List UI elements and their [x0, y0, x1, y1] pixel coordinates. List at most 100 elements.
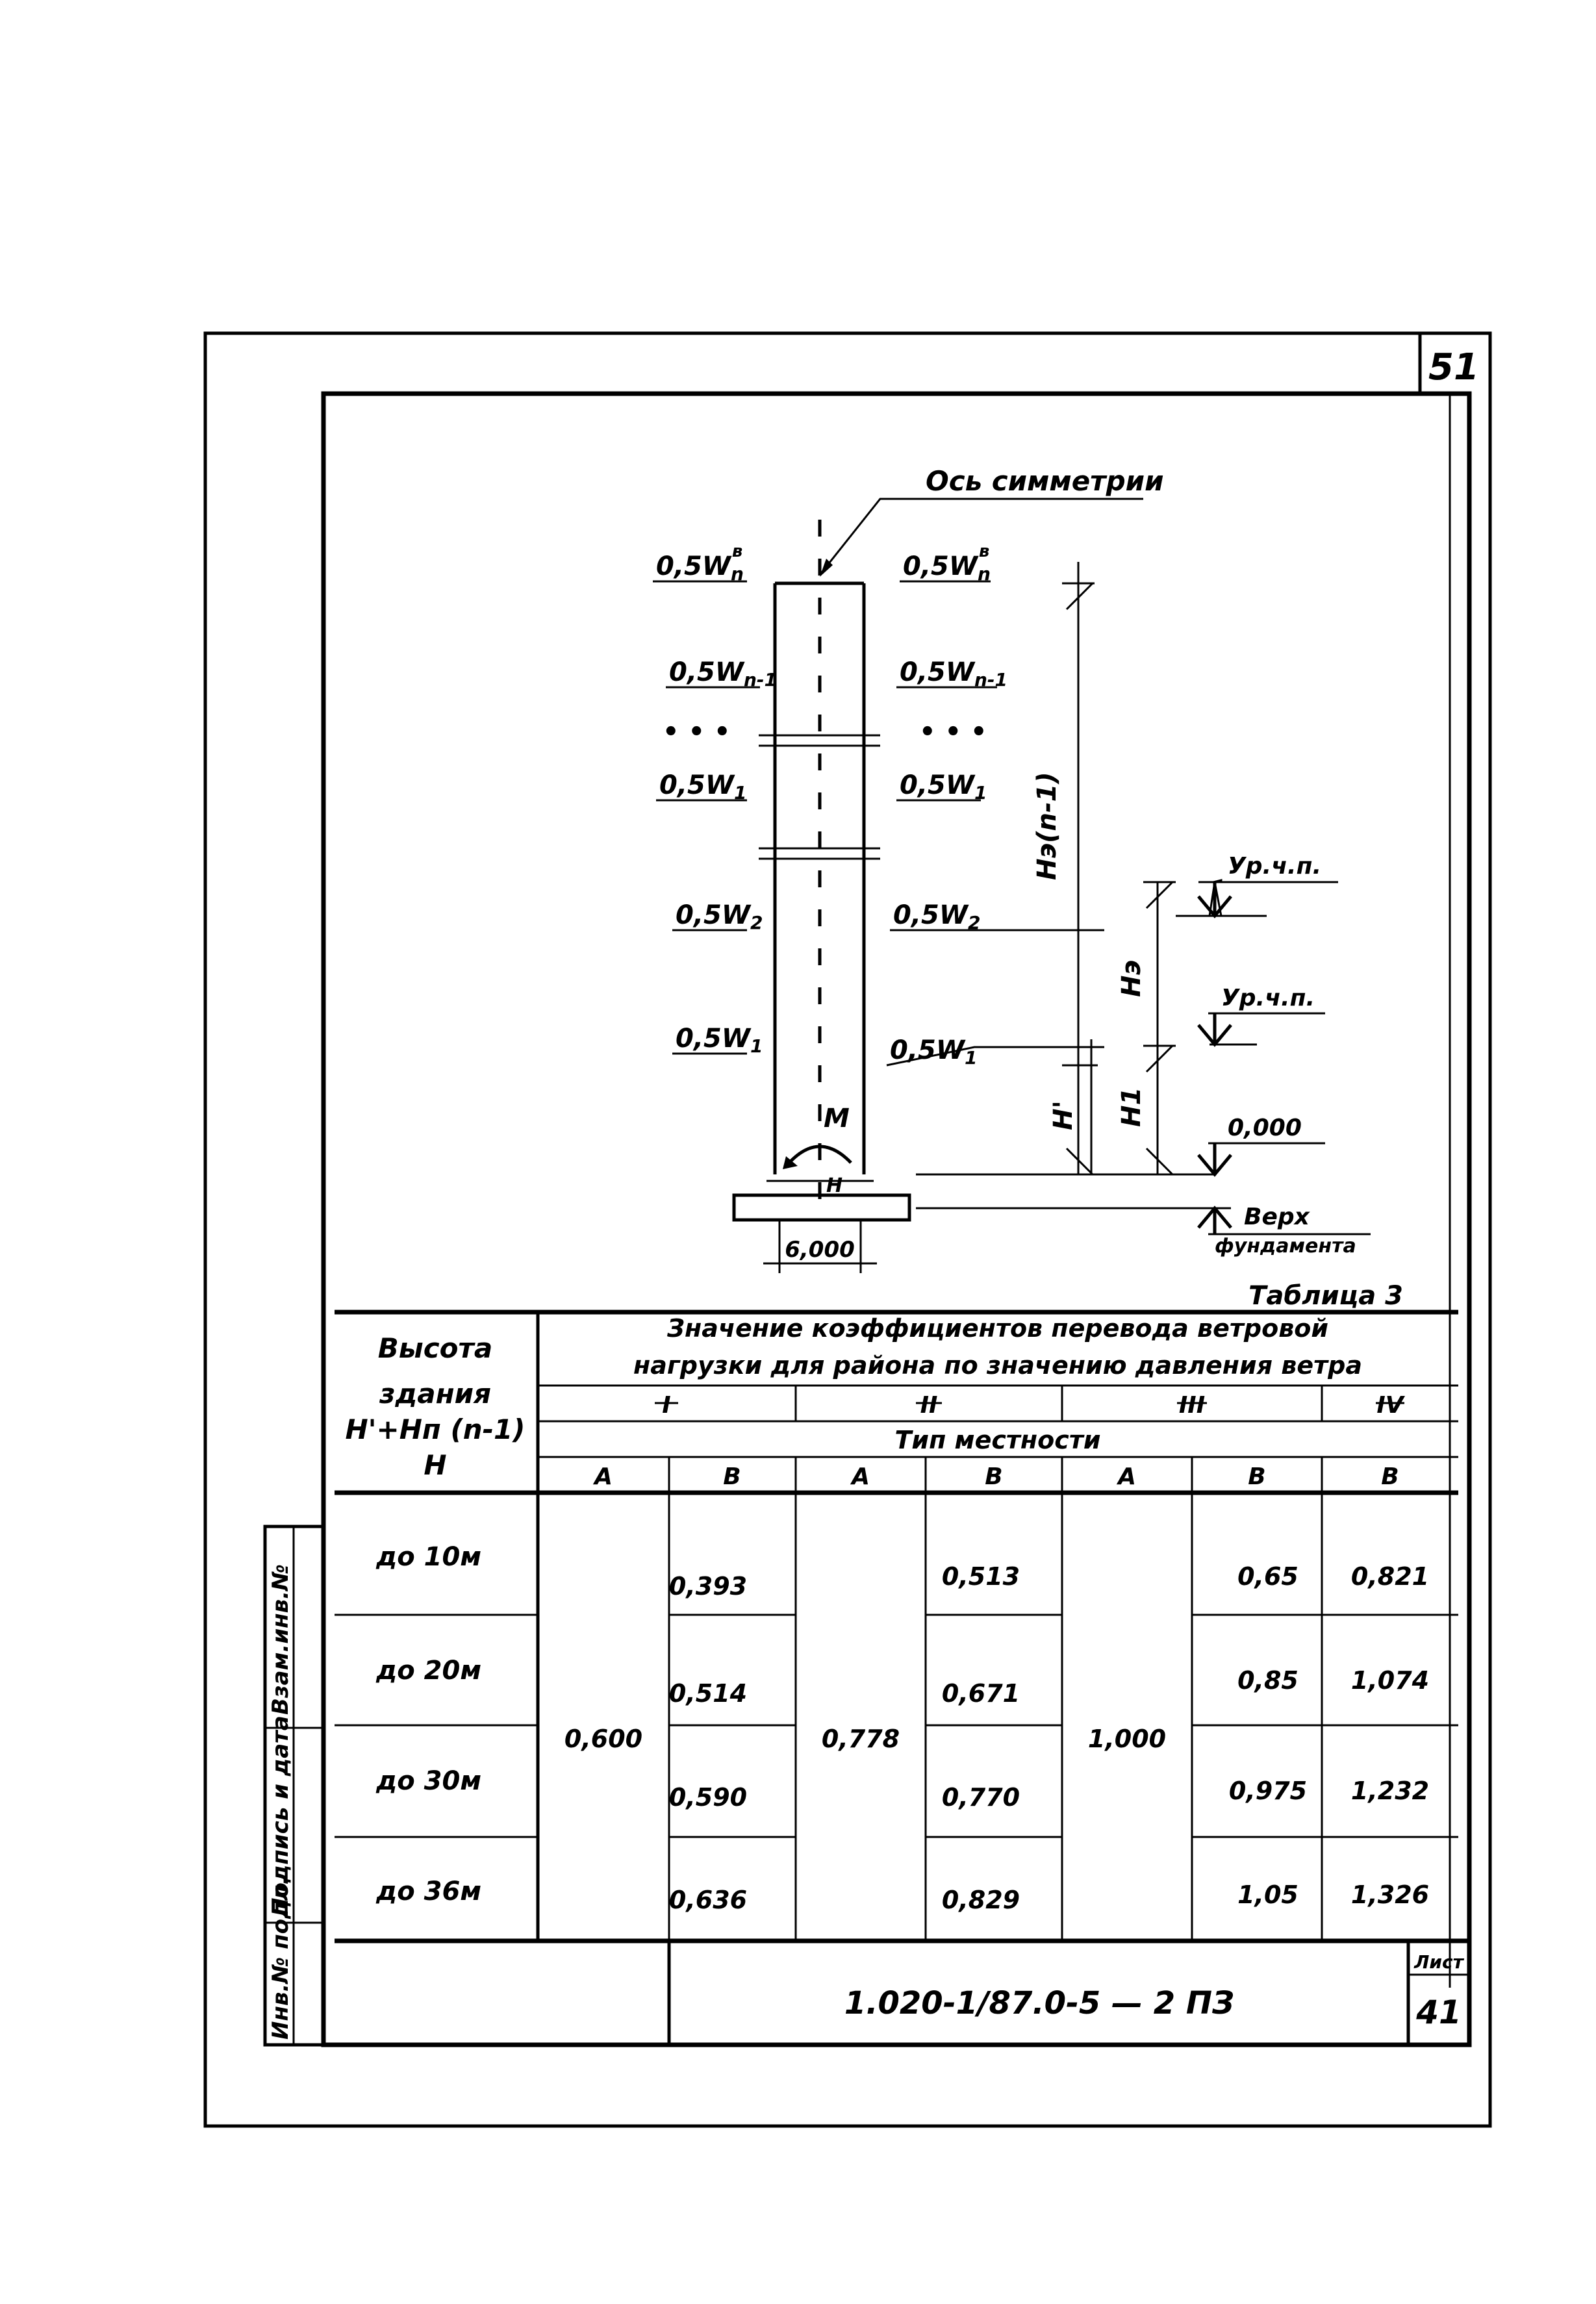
region-2: II: [920, 1392, 938, 1419]
axis-label-leader: [818, 498, 1143, 576]
height-header: Высота здания H'+Hп (n-1) Н: [346, 1332, 526, 1481]
coefficient-table: Таблица 3 Высота здания: [335, 1281, 1469, 1943]
height-header-1: Высота: [378, 1332, 492, 1364]
dim-first: H1: [1117, 1087, 1146, 1127]
load-left-top: 0,5Wnв: [656, 542, 744, 585]
left-load-underlines: [653, 580, 760, 1055]
axis-arrow: [820, 559, 833, 577]
level-zero-label: 0,000: [1228, 1115, 1302, 1141]
row-height-2: до 20м: [375, 1656, 481, 1686]
region-3: III: [1179, 1392, 1205, 1419]
base-mark: Н: [826, 1174, 842, 1197]
subcol-3: А: [850, 1463, 870, 1490]
right-load-labels: 0,5Wnв 0,5Wn-1 0,5W1 0,5W2 0,5W1 • • •: [890, 542, 1007, 1069]
terrain-label: Тип местности: [895, 1426, 1101, 1454]
group-title-2: нагрузки для района по значению давления…: [633, 1351, 1362, 1380]
value-r3-c1: 0,590: [669, 1783, 747, 1812]
value-r2-c2: 0,671: [942, 1679, 1020, 1708]
row-height-4: до 36м: [375, 1877, 481, 1906]
merged-value-region-3: 1,000: [1088, 1725, 1166, 1753]
load-left-2: 0,5W2: [676, 900, 763, 933]
load-right-top: 0,5Wnв: [903, 542, 991, 585]
column-drawing: Ось симметрии 0,5Wnв 0,5Wn-1 0,5W1 0,5W2…: [653, 465, 1371, 1273]
moment-arc: [788, 1145, 852, 1164]
foundation-base: [732, 1193, 911, 1222]
table-values: 0,393 0,513 0,65 0,821 0,514 0,671 0,85 …: [564, 1562, 1429, 1914]
title-block: 1.020-1/87.0-5 — 2 ПЗ Лист 41: [667, 1941, 1469, 2045]
base-dim-label: 6,000: [785, 1237, 855, 1263]
value-r4-c2: 0,829: [942, 1886, 1020, 1914]
load-left-1: 0,5W1: [659, 770, 746, 804]
stamp-signature-date: Подпись и дата: [268, 1715, 294, 1916]
foundation-label-2: фундамента: [1215, 1235, 1356, 1258]
moment-arrow: [783, 1156, 798, 1169]
row-height-1: до 10м: [375, 1542, 481, 1572]
region-4: IV: [1376, 1392, 1405, 1419]
row-height-3: до 30м: [375, 1766, 481, 1796]
subcol-5: А: [1116, 1463, 1136, 1490]
value-r3-c2: 0,770: [942, 1783, 1020, 1812]
ellipsis-left: • • •: [663, 717, 731, 747]
subcol-2: В: [723, 1463, 741, 1490]
dim-total: Hэ(n-1): [1032, 772, 1062, 880]
level-marks: [916, 879, 1371, 1235]
level-arrows: [1197, 882, 1232, 1234]
region-1: I: [662, 1392, 670, 1419]
subcol-7: В: [1381, 1463, 1399, 1490]
row-height-labels: до 10м до 20м до 30м до 36м: [375, 1542, 481, 1906]
load-right-first: 0,5W1: [890, 1035, 977, 1069]
dimension-labels: Hэ(n-1) Hэ H1 H': [1032, 772, 1146, 1130]
sheet-number: 41: [1415, 1994, 1462, 2031]
height-header-4: Н: [424, 1449, 446, 1481]
terrain-subcols: А В А В А В В: [592, 1463, 1399, 1490]
load-right-2: 0,5W2: [893, 900, 980, 933]
moment-label: М: [824, 1104, 850, 1133]
document-code: 1.020-1/87.0-5 — 2 ПЗ: [844, 1985, 1234, 2021]
merged-value-region-1: 0,600: [564, 1725, 642, 1753]
load-left-first: 0,5W1: [676, 1024, 763, 1057]
value-r4-c3: 1,05: [1237, 1880, 1298, 1909]
load-left-n-1: 0,5Wn-1: [669, 657, 777, 690]
dim-floor: Hэ: [1117, 960, 1146, 997]
height-header-3: H'+Hп (n-1): [346, 1413, 526, 1445]
ellipsis-right: • • •: [919, 717, 987, 747]
dim-prime: H': [1048, 1100, 1078, 1130]
level-1-label: Ур.ч.п.: [1228, 853, 1321, 880]
merged-value-region-2: 0,778: [822, 1725, 900, 1753]
level-labels: Ур.ч.п. Ур.ч.п. 0,000 Верх фундамента: [1215, 853, 1356, 1258]
value-r4-c4: 1,326: [1351, 1880, 1429, 1909]
value-r2-c1: 0,514: [669, 1679, 747, 1708]
height-header-2: здания: [379, 1378, 491, 1410]
page-number: 51: [1428, 346, 1479, 388]
value-r3-c3: 0,975: [1229, 1777, 1307, 1805]
outer-frame: [203, 331, 1492, 2128]
value-r1-c2: 0,513: [942, 1562, 1020, 1591]
value-r2-c4: 1,074: [1351, 1666, 1429, 1695]
subcol-1: А: [592, 1463, 613, 1490]
region-headers: I II III IV: [662, 1392, 1405, 1419]
foundation-label-1: Верх: [1244, 1204, 1311, 1230]
right-load-underlines: [886, 580, 1104, 1067]
left-load-labels: 0,5Wnв 0,5Wn-1 0,5W1 0,5W2 0,5W1 • • •: [656, 542, 777, 1057]
value-r2-c3: 0,85: [1237, 1666, 1298, 1695]
value-r1-c1: 0,393: [669, 1572, 747, 1601]
inner-frame: [321, 391, 1472, 2047]
side-stamp-labels: Инв.№ подл. Подпись и дата Взам.инв.№: [268, 1564, 294, 2040]
value-r1-c4: 0,821: [1351, 1562, 1429, 1591]
side-stamp: Инв.№ подл. Подпись и дата Взам.инв.№: [263, 1525, 325, 2047]
dimension-lines: [1062, 562, 1176, 1176]
table-caption: Таблица 3: [1248, 1281, 1403, 1311]
axis-label: Ось симметрии: [926, 465, 1164, 497]
stamp-inv-number: Инв.№ подл.: [268, 1877, 294, 2040]
group-title-1: Значение коэффициентов перевода ветровой: [666, 1314, 1328, 1343]
load-right-n-1: 0,5Wn-1: [900, 657, 1007, 690]
sheet-label: Лист: [1413, 1951, 1464, 1973]
level-2-label: Ур.ч.п.: [1221, 985, 1315, 1011]
subcol-6: В: [1248, 1463, 1265, 1490]
value-r4-c1: 0,636: [669, 1886, 747, 1914]
load-right-1: 0,5W1: [900, 770, 987, 804]
value-r1-c3: 0,65: [1237, 1562, 1298, 1591]
subcol-4: В: [985, 1463, 1002, 1490]
stamp-replacement-inv: Взам.инв.№: [268, 1564, 294, 1715]
